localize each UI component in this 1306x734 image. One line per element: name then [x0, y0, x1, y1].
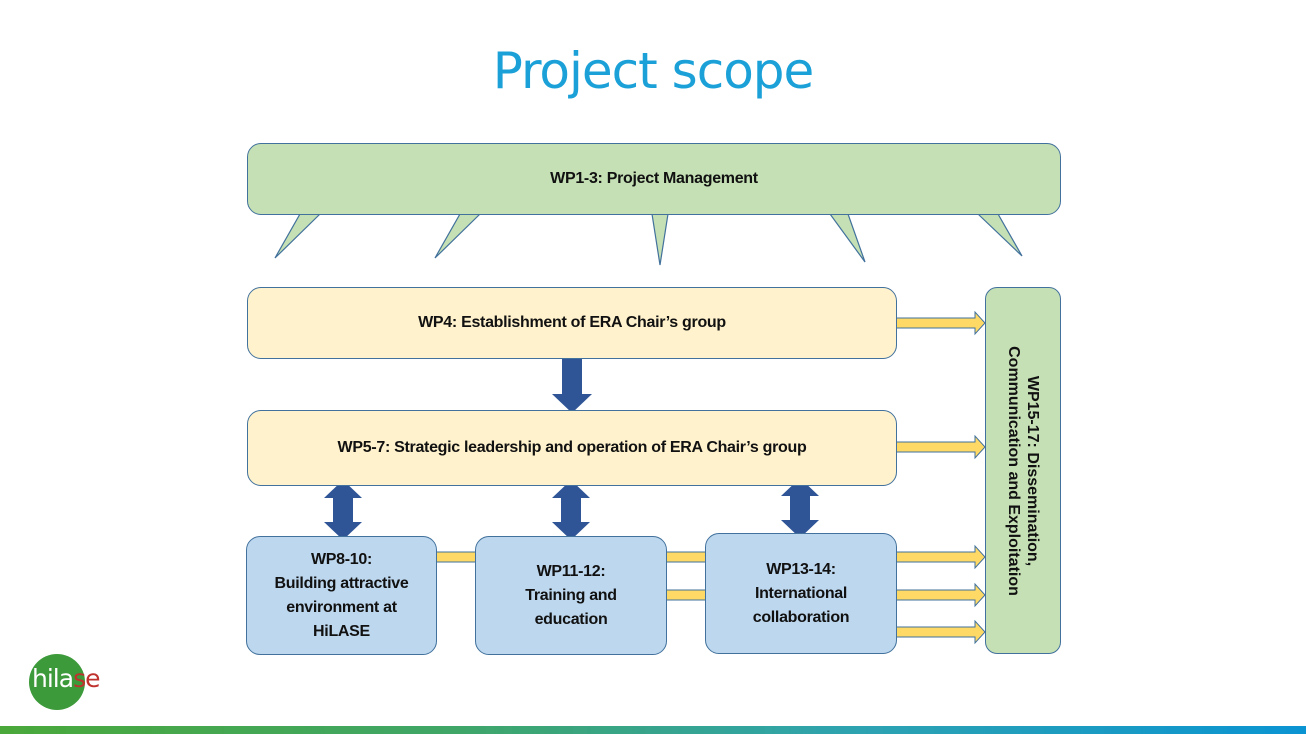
- footer-gradient-bar: [0, 726, 1306, 734]
- wp4-label: WP4: Establishment of ERA Chair’s group: [418, 314, 726, 331]
- wp11-12-title-line: Training and: [525, 586, 617, 604]
- wp11-12-id: WP11-12:: [536, 562, 606, 580]
- wp15-17-label: WP15-17: Dissemination, Communication an…: [1004, 346, 1042, 596]
- flow-arrow: [895, 619, 986, 645]
- wp11-12-box: WP11-12: Training and education: [475, 536, 667, 655]
- wp13-14-box: WP13-14: International collaboration: [705, 533, 897, 654]
- wp11-12-title-line: education: [534, 610, 608, 628]
- wp15-17-line: Communication and Exploitation: [1005, 345, 1022, 596]
- callout-spike: [651, 213, 669, 266]
- double-arrow: [552, 480, 590, 540]
- wp5-7-label: WP5-7: Strategic leadership and operatio…: [337, 439, 807, 456]
- wp8-10-title-line: HiLASE: [313, 622, 370, 640]
- wp8-10-title-line: Building attractive: [274, 574, 409, 592]
- connector-bar: [435, 551, 477, 563]
- wp15-17-box: WP15-17: Dissemination, Communication an…: [985, 287, 1061, 654]
- down-arrow: [552, 358, 592, 413]
- logo-text-part2: se: [73, 664, 100, 693]
- flow-arrow: [895, 582, 986, 608]
- wp8-10-title-line: environment at: [286, 598, 397, 616]
- callout-spike: [828, 213, 866, 263]
- wp8-10-id: WP8-10:: [310, 550, 372, 568]
- callout-spike: [434, 213, 482, 259]
- flow-arrow: [895, 544, 986, 570]
- callout-spike: [274, 213, 322, 259]
- project-management-box: WP1-3: Project Management: [247, 143, 1061, 215]
- wp13-14-title-line: collaboration: [752, 608, 850, 626]
- page-title: Project scope: [492, 42, 815, 100]
- hilase-logo: hilase: [32, 664, 100, 693]
- wp4-box: WP4: Establishment of ERA Chair’s group: [247, 287, 897, 359]
- connector-bar: [665, 551, 707, 563]
- wp5-7-box: WP5-7: Strategic leadership and operatio…: [247, 410, 897, 486]
- wp13-14-title-line: International: [754, 584, 848, 602]
- wp13-14-id: WP13-14:: [766, 560, 836, 578]
- logo-text-part1: hila: [32, 664, 74, 693]
- wp15-17-line: WP15-17: Dissemination,: [1024, 375, 1041, 566]
- wp8-10-box: WP8-10: Building attractive environment …: [246, 536, 437, 655]
- flow-arrow: [895, 310, 986, 336]
- connector-bar: [665, 589, 707, 601]
- flow-arrow: [895, 434, 986, 460]
- callout-spike: [976, 213, 1023, 257]
- project-management-label: WP1-3: Project Management: [550, 170, 758, 187]
- double-arrow: [324, 480, 362, 540]
- double-arrow: [781, 478, 819, 538]
- hilase-logo-circle: [29, 654, 85, 710]
